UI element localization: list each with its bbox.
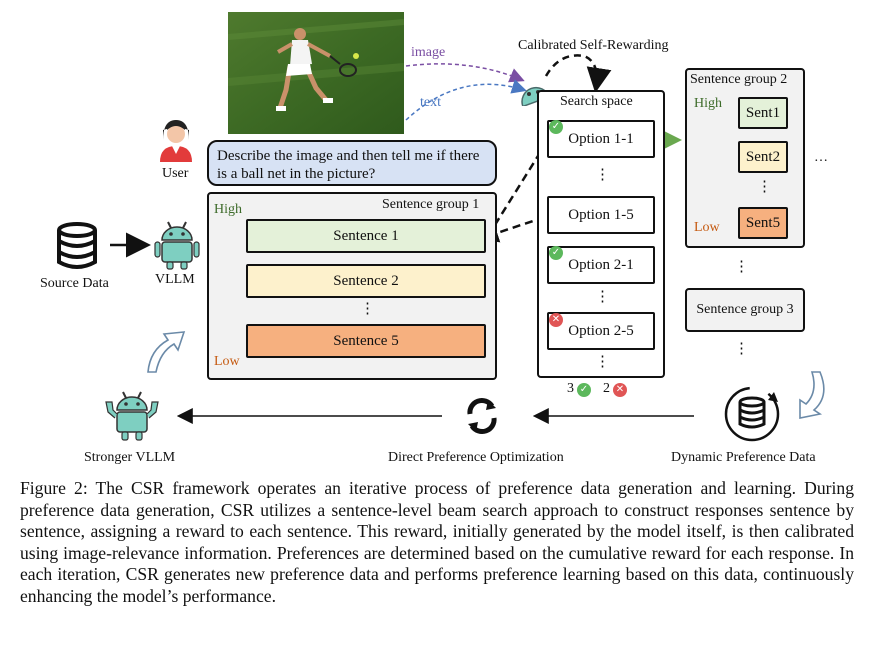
group2-ellipsis: … (814, 150, 828, 165)
group3-title: Sentence group 3 (696, 302, 794, 317)
search-space-title: Search space (560, 94, 633, 109)
after-group3-dots: ⋮ (734, 341, 749, 357)
database-icon (55, 222, 99, 275)
cross-icon: ✕ (613, 383, 627, 397)
group2-low-label: Low (694, 220, 720, 235)
search-dots-3: ⋮ (595, 354, 610, 370)
group2-high-label: High (694, 96, 722, 111)
sent2: Sent2 (738, 141, 788, 173)
check-icon: ✓ (577, 383, 591, 397)
search-dots-1: ⋮ (595, 167, 610, 183)
sent1: Sent1 (738, 97, 788, 129)
cross-icon: ✕ (549, 313, 563, 327)
refresh-cycle-icon (462, 396, 502, 441)
check-icon: ✓ (549, 120, 563, 134)
sent5: Sent5 (738, 207, 788, 239)
curved-arrow-right-icon (799, 371, 825, 419)
count-good: 3 (567, 381, 574, 396)
dynamic-database-icon (722, 386, 782, 447)
source-data-label: Source Data (40, 276, 109, 291)
between-groups-dots: ⋮ (734, 259, 749, 275)
group1-title: Sentence group 1 (382, 197, 480, 212)
count-bad: 2 (603, 381, 610, 396)
figure-caption: Figure 2: The CSR framework operates an … (20, 478, 854, 606)
option-1-5: Option 1-5 (547, 196, 655, 234)
group2-dots: ⋮ (757, 179, 772, 195)
sentence-2: Sentence 2 (246, 264, 486, 298)
group1-high-label: High (214, 202, 242, 217)
option-1-1: Option 1-1 (547, 120, 655, 158)
stronger-vllm-robot-icon (104, 390, 160, 447)
question-bubble: Describe the image and then tell me if t… (207, 140, 497, 186)
user-icon (158, 116, 194, 167)
option-2-1: Option 2-1 (547, 246, 655, 284)
group1-low-label: Low (214, 354, 240, 369)
sentence-5: Sentence 5 (246, 324, 486, 358)
calibrated-label: Calibrated Self-Rewarding (518, 38, 669, 53)
sentence-group-3: Sentence group 3 (685, 288, 805, 332)
text-arrow-label: text (420, 95, 441, 110)
question-text: Describe the image and then tell me if t… (217, 148, 480, 182)
check-icon: ✓ (549, 246, 563, 260)
sentence-1: Sentence 1 (246, 219, 486, 253)
image-arrow-label: image (411, 45, 446, 60)
search-dots-2: ⋮ (595, 289, 610, 305)
stronger-vllm-label: Stronger VLLM (84, 450, 176, 465)
group1-dots: ⋮ (360, 301, 375, 317)
curved-arrow-left-icon (147, 331, 186, 373)
vllm-robot-icon (154, 220, 200, 275)
tennis-photo (227, 12, 405, 134)
dynamic-data-label: Dynamic Preference Data (671, 450, 816, 465)
dpo-label: Direct Preference Optimization (388, 450, 564, 465)
group2-title: Sentence group 2 (690, 72, 788, 87)
vllm-label: VLLM (155, 272, 195, 287)
user-label: User (162, 166, 189, 181)
option-2-5: Option 2-5 (547, 312, 655, 350)
